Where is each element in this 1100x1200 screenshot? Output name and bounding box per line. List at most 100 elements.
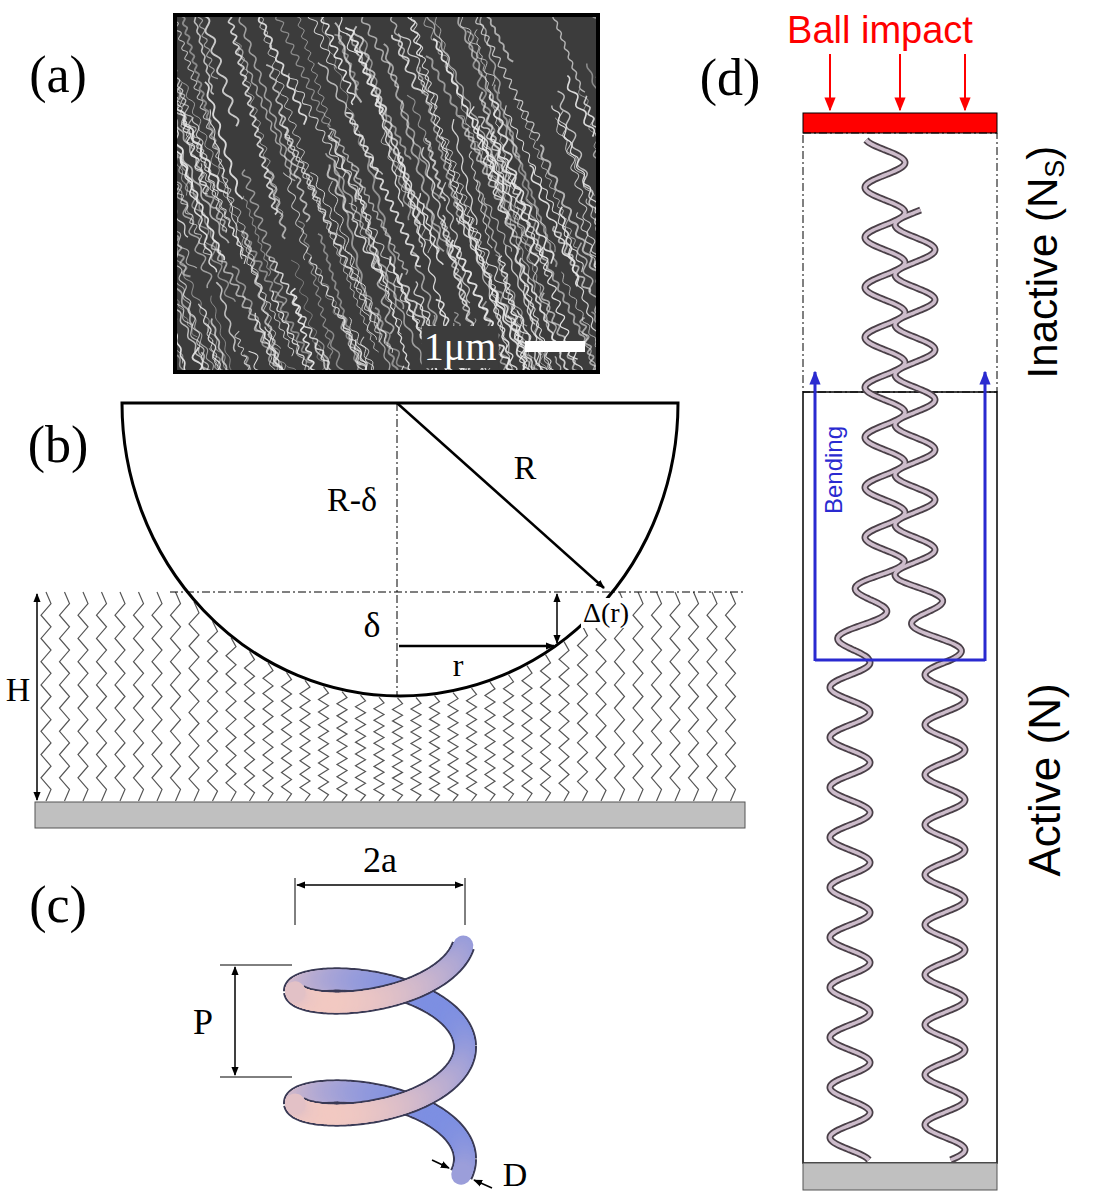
- nanotube-strand: [229, 17, 297, 178]
- tube-segment: [285, 983, 305, 1004]
- nanotube-strand: [354, 26, 420, 223]
- panel-label: (b): [26, 418, 91, 472]
- nanotube-strand: [177, 46, 186, 106]
- nanotube-strand: [596, 210, 597, 352]
- dimension-tick: [220, 1077, 292, 1078]
- tube-segment: [286, 1096, 306, 1116]
- tube-segment: [285, 1094, 305, 1115]
- nanotube-spring: [541, 655, 551, 801]
- pitch-arrow: [234, 967, 236, 1075]
- nanotube-strand: [555, 356, 596, 370]
- dimension-tick: [220, 965, 292, 966]
- nanotube-strand: [469, 106, 507, 219]
- nanotube-strand: [593, 148, 596, 254]
- nanotube-strand: [361, 37, 411, 220]
- dimension-tick: [295, 878, 296, 925]
- tube-segment: [287, 984, 308, 1004]
- nanotube-strand: [310, 173, 392, 353]
- tube-segment: [287, 1097, 308, 1117]
- dimension-label: δ: [362, 606, 383, 644]
- nanotube-spring: [689, 592, 699, 801]
- nanotube-strand: [235, 36, 283, 217]
- tube-segment: [290, 1099, 311, 1119]
- tube-segment: [451, 1173, 472, 1175]
- nanotube-strand: [458, 116, 537, 254]
- nanotube-strand: [495, 286, 572, 370]
- nanotube-spring: [393, 698, 403, 801]
- tube-segment: [286, 984, 306, 1005]
- dimension-label: 2a: [361, 841, 399, 879]
- dimension-label: Δ(r): [581, 598, 631, 628]
- nanotube-spring: [171, 592, 181, 801]
- nanotube-spring: [356, 695, 366, 801]
- nanotube-strand: [216, 282, 235, 351]
- nanotube-strand: [177, 89, 193, 225]
- impact-label: Ball impact: [785, 10, 975, 50]
- nanotube-strand: [177, 91, 222, 264]
- dimension-label: R-δ: [325, 482, 379, 518]
- nanotube-strand: [361, 337, 384, 370]
- nanotube-strand: [286, 366, 387, 370]
- nanotube-strand: [477, 17, 513, 62]
- nanotube-spring: [596, 607, 606, 801]
- nanotube-spring: [633, 592, 643, 801]
- nanotube-strand: [544, 352, 596, 370]
- nanotube-strand: [239, 48, 296, 180]
- tube-segment: [287, 1097, 308, 1117]
- bending-bracket: [815, 659, 985, 662]
- impact-arrow: [829, 54, 831, 110]
- nanotube-spring: [707, 592, 717, 801]
- nanotube-strand: [210, 109, 243, 259]
- dimension-label: R: [512, 450, 539, 486]
- nanotube-strand: [267, 169, 285, 239]
- panel-label: (d): [698, 51, 763, 105]
- nanotube-spring: [78, 592, 88, 801]
- tube-segment: [291, 987, 312, 1007]
- bending-arrow: [984, 372, 987, 661]
- tube-segment: [290, 987, 311, 1007]
- nanotube-strand: [503, 181, 541, 295]
- nanotube-spring: [467, 688, 477, 801]
- nanotube-strand: [560, 207, 578, 287]
- axis-line: [397, 403, 398, 697]
- coil-outline: [895, 210, 965, 1160]
- tube-segment: [289, 1098, 310, 1118]
- nanotube-strand: [241, 231, 285, 370]
- nanotube-spring: [41, 592, 51, 801]
- nanotube-strand: [419, 75, 486, 265]
- nanotube-spring: [337, 692, 347, 801]
- tube-segment: [286, 1095, 306, 1116]
- nanotube-spring: [504, 675, 514, 801]
- region-label: Inactive (N: [1019, 178, 1066, 379]
- substrate: [803, 1163, 997, 1190]
- subscript: S: [1039, 160, 1069, 178]
- coil-outline: [830, 140, 905, 1160]
- tube-segment: [285, 1093, 305, 1114]
- helix-tube: [295, 946, 465, 1175]
- delta-r-arrow: [556, 594, 558, 643]
- nanotube-strand: [249, 351, 284, 370]
- bending-label: Bending: [821, 424, 847, 516]
- nanotube-strand: [386, 17, 408, 67]
- nanotube-spring: [208, 621, 218, 801]
- nanotube-spring: [578, 626, 588, 801]
- nanotube-spring: [152, 592, 162, 801]
- nanotube-strand: [266, 17, 331, 127]
- region-label-group: Inactive (NS): [1021, 144, 1070, 381]
- nanotube-strand: [272, 291, 367, 370]
- nanotube-strand: [201, 352, 244, 370]
- nanotube-spring: [448, 693, 458, 801]
- nanotube-strand: [358, 188, 418, 370]
- nanotube-strand: [399, 156, 422, 247]
- nanotube-strand: [384, 44, 444, 251]
- nanotube-strand: [596, 77, 597, 259]
- nanotube-strand: [183, 120, 208, 194]
- tube-surface: [295, 946, 463, 1003]
- nanotube-spring: [282, 672, 292, 801]
- tube-outline: [295, 946, 463, 1003]
- tube-segment: [285, 982, 305, 1003]
- nanotube-spring: [115, 592, 125, 801]
- dimension-label: H: [4, 672, 33, 708]
